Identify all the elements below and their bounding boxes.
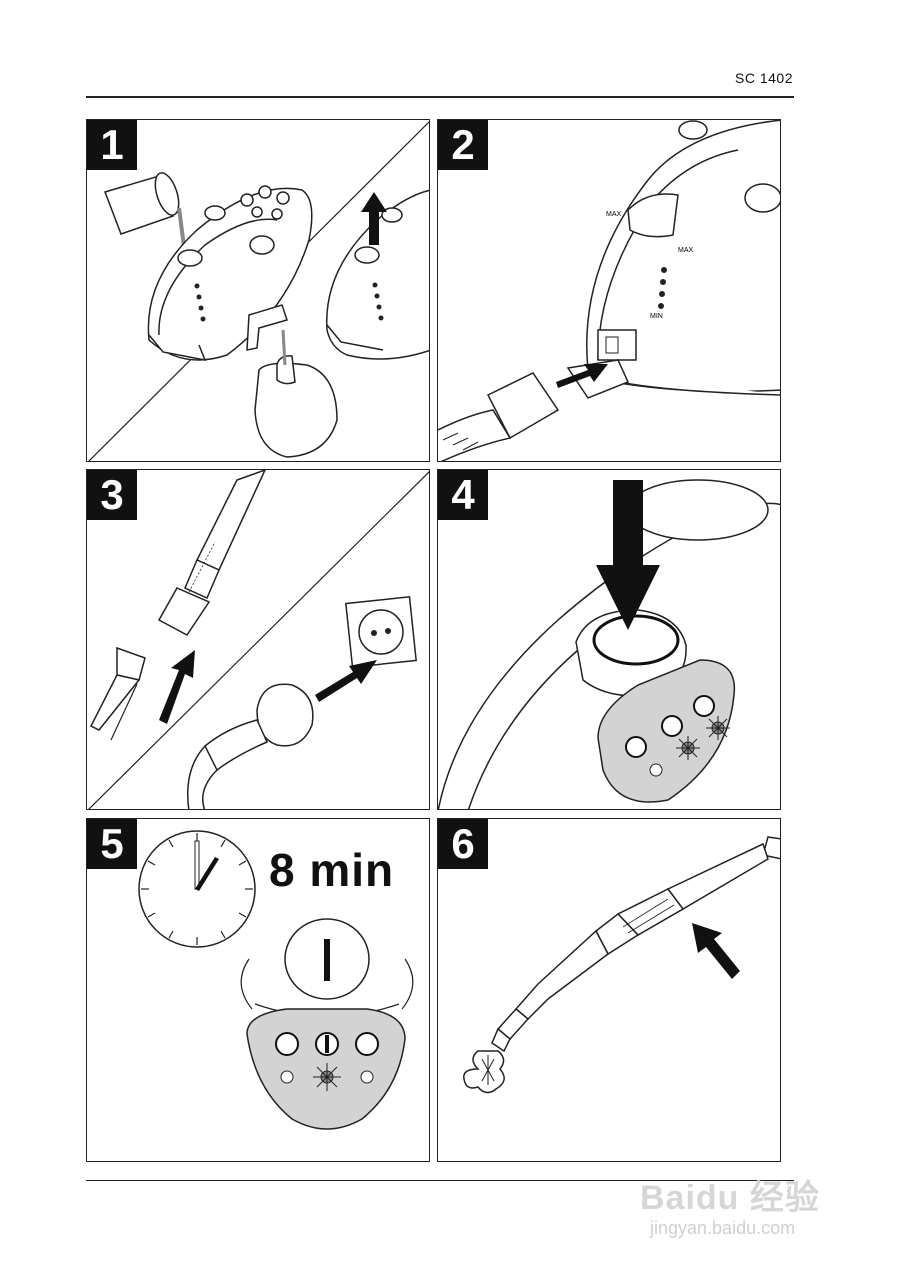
- step-1-number: 1: [87, 120, 137, 170]
- step-2-panel: MAX MAX MIN 2: [437, 119, 781, 462]
- footer-rule: [86, 1180, 794, 1181]
- step-5-panel: 8 min 5: [86, 818, 430, 1162]
- watermark-brand: Baidu 经验: [640, 1179, 820, 1217]
- step-5-illustration: [138, 830, 414, 1130]
- step-6-illustration: [463, 836, 780, 1094]
- max-label-left: MAX: [606, 211, 622, 218]
- min-label: MIN: [650, 313, 663, 320]
- header-rule: [86, 96, 794, 98]
- step-2-number: 2: [438, 120, 488, 170]
- step-3-panel: 3: [86, 469, 430, 810]
- step-4-illustration: [438, 479, 780, 809]
- step-1-illustration: [88, 121, 429, 461]
- step-4-panel: 4: [437, 469, 781, 810]
- step-6-number: 6: [438, 819, 488, 869]
- time-label: 8 min: [269, 844, 395, 896]
- max-label-right: MAX: [678, 247, 694, 254]
- step-3-number: 3: [87, 470, 137, 520]
- step-1-panel: 1: [86, 119, 430, 462]
- page-number: 1: [786, 1186, 794, 1201]
- step-6-panel: 6: [437, 818, 781, 1162]
- step-5-number: 5: [87, 819, 137, 869]
- step-4-number: 4: [438, 470, 488, 520]
- step-2-illustration: MAX MAX MIN: [438, 120, 780, 461]
- step-3-illustration: [88, 470, 429, 809]
- model-label: SC 1402: [735, 70, 793, 86]
- watermark-url: jingyan.baidu.com: [650, 1218, 796, 1238]
